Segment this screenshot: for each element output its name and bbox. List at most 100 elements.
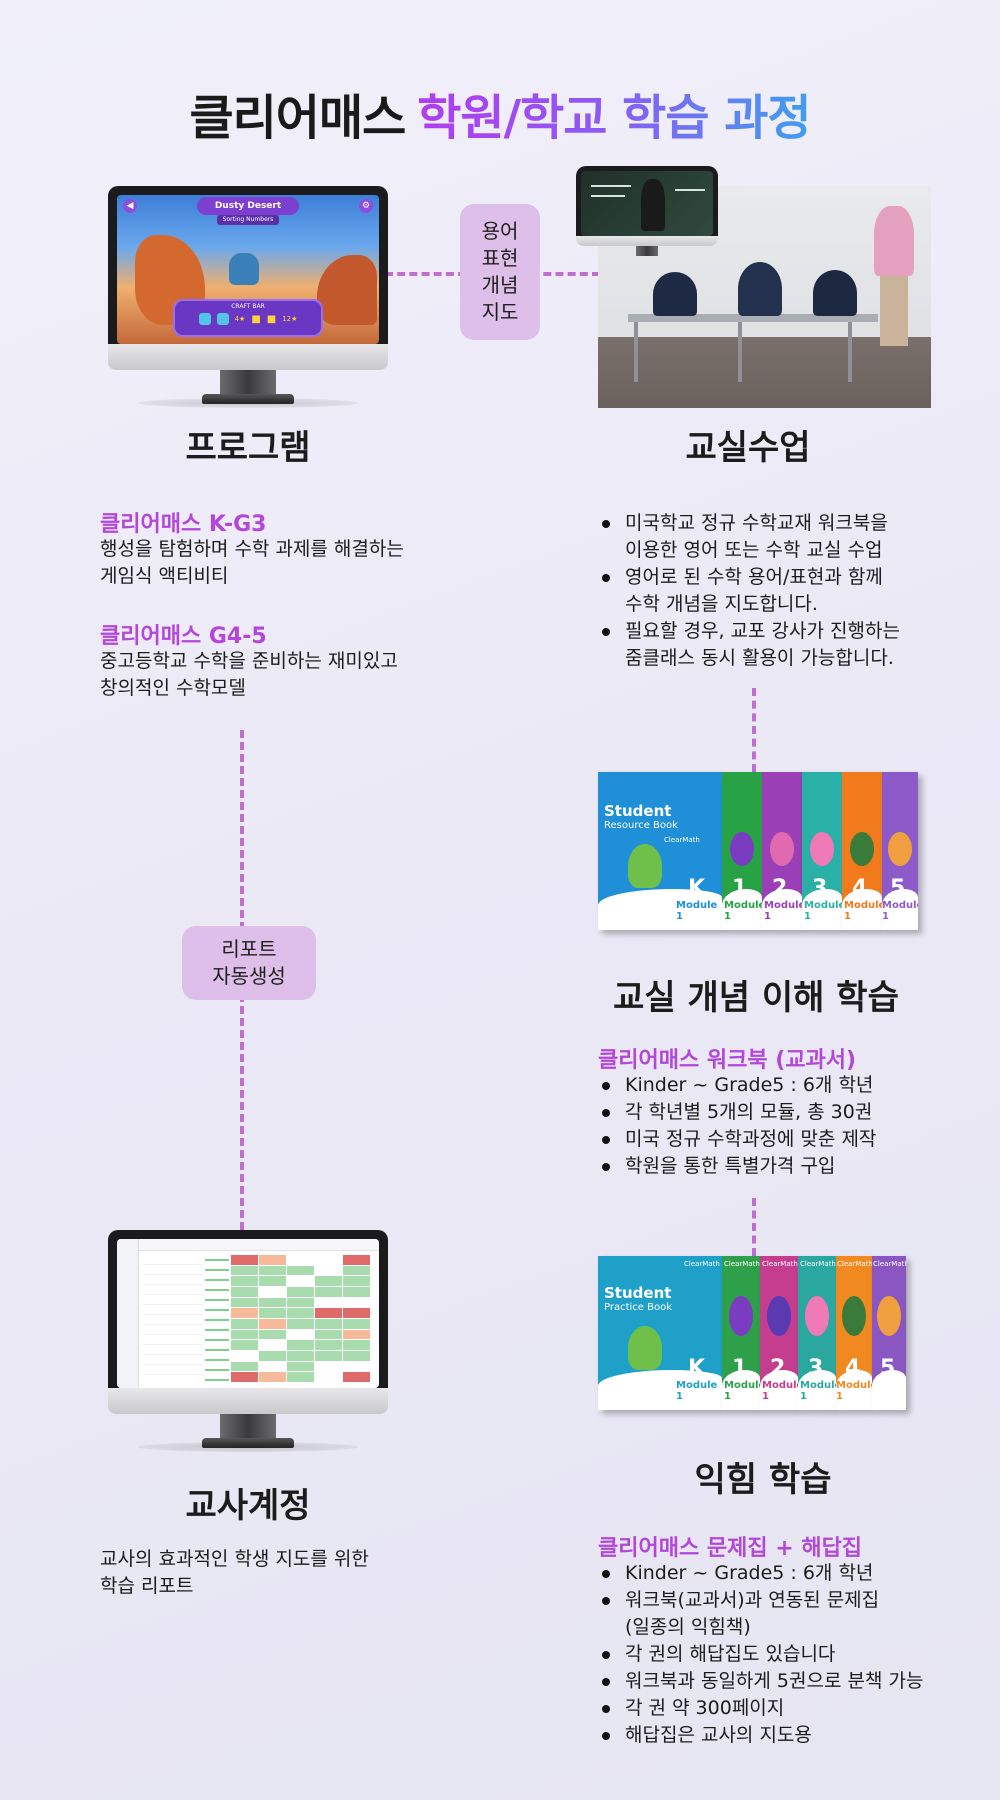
book-subtitle: Practice Book (604, 1302, 673, 1313)
module-label: Module 1 (676, 900, 718, 922)
brand-label: ClearMath (800, 1260, 836, 1268)
student-figure (813, 270, 857, 316)
progress-column (205, 1255, 229, 1383)
heatmap-cell (259, 1308, 286, 1318)
book-cover-2: ClearMath2Module 1 (760, 1256, 798, 1410)
heatmap-cell (259, 1329, 286, 1340)
brand-label: ClearMath (684, 1260, 720, 1268)
list-item: 학원을 통한 특별가격 구입 (598, 1153, 978, 1180)
list-item: Kinder ~ Grade5 : 6개 학년 (598, 1560, 988, 1587)
module-label: Module 1 (762, 1380, 798, 1402)
heatmap-cell (343, 1329, 370, 1340)
practice-sub-title: 클리어매스 문제집 + 해답집 (598, 1536, 863, 1561)
practice-bullets: Kinder ~ Grade5 : 6개 학년 워크북(교과서)과 연동된 문제… (598, 1560, 988, 1749)
student-figure (653, 272, 697, 316)
heatmap-cell (231, 1255, 258, 1265)
blackboard-screen (581, 171, 713, 236)
heatmap-cell (259, 1340, 286, 1350)
grade-label: 5 (890, 876, 906, 901)
module-label: Module 1 (844, 900, 882, 922)
classroom-heading: 교실수업 (685, 428, 811, 468)
character-icon (805, 1296, 829, 1336)
heatmap-cell (259, 1265, 286, 1276)
heatmap-cell (259, 1287, 286, 1297)
back-icon[interactable]: ◀ (123, 199, 137, 213)
character-icon (888, 832, 912, 866)
character-icon (842, 1296, 866, 1336)
robot-character-icon (229, 253, 259, 285)
heatmap-cell (343, 1308, 370, 1318)
grade-label: 3 (812, 876, 828, 901)
heatmap-cell (315, 1255, 342, 1265)
list-item: 해답집은 교사의 지도용 (598, 1722, 988, 1749)
title-brand: 클리어매스 (189, 90, 406, 146)
game-monitor: Dusty Desert Sorting Numbers ◀ ⚙ CRAFT B… (108, 186, 388, 408)
heatmap-cell (231, 1276, 258, 1286)
blackboard-monitor (576, 166, 718, 258)
heatmap-cell (287, 1329, 314, 1340)
book-cover-k: Student Practice Book ClearMath K Module… (598, 1256, 722, 1410)
character-icon (850, 832, 874, 866)
grade-label: K (688, 876, 706, 901)
heatmap-cell (231, 1361, 258, 1372)
book-subtitle: Resource Book (604, 820, 678, 831)
alien-character-icon (628, 844, 662, 888)
character-icon (877, 1296, 901, 1336)
list-item: 영어로 된 수학 용어/표현과 함께 수학 개념을 지도합니다. (598, 564, 978, 618)
level-banner: Dusty Desert (197, 197, 299, 215)
score-heatmap (231, 1255, 371, 1383)
heatmap-cell (259, 1351, 286, 1361)
practice-book-stack: Student Practice Book ClearMath K Module… (598, 1256, 906, 1410)
level-sub: Sorting Numbers (217, 215, 279, 225)
program-item-1-desc: 행성을 탐험하며 수학 과제를 해결하는 게임식 액티비티 (100, 538, 404, 587)
settings-icon[interactable]: ⚙ (359, 199, 373, 213)
concept-bullets: Kinder ~ Grade5 : 6개 학년 각 학년별 5개의 모듈, 총 … (598, 1072, 978, 1180)
grade-label: 2 (772, 876, 788, 901)
book-cover-3: ClearMath3Module 1 (798, 1256, 836, 1410)
heatmap-cell (315, 1372, 342, 1382)
report-dashboard-screen (117, 1239, 379, 1388)
book-title: Student (604, 802, 672, 820)
stat-count: 4★ (234, 315, 246, 323)
grade-label: 4 (852, 876, 868, 901)
list-item: 미국학교 정규 수학교재 워크북을 이용한 영어 또는 수학 교실 수업 (598, 510, 978, 564)
heatmap-cell (315, 1319, 342, 1329)
program-item-2-desc: 중고등학교 수학을 준비하는 재미있고 창의적인 수학모델 (100, 650, 398, 699)
character-icon (770, 832, 794, 866)
list-item: 워크북과 동일하게 5권으로 분책 가능 (598, 1668, 988, 1695)
list-item: 워크북(교과서)과 연동된 문제집 (일종의 익힘책) (598, 1587, 988, 1641)
gem-icon (198, 313, 211, 325)
list-item: 필요할 경우, 교포 강사가 진행하는 줌클래스 동시 활용이 가능합니다. (598, 618, 978, 672)
program-heading: 프로그램 (185, 428, 311, 468)
module-label: Module 1 (800, 1380, 836, 1402)
module-label: Module 1 (676, 1380, 718, 1402)
heatmap-cell (287, 1340, 314, 1350)
lock-icon: ■ (251, 313, 261, 325)
heatmap-cell (259, 1361, 286, 1372)
concept-heading: 교실 개념 이해 학습 (613, 978, 899, 1018)
grade-label: 4 (845, 1356, 861, 1381)
heatmap-cell (315, 1297, 342, 1308)
heatmap-cell (259, 1319, 286, 1329)
teacher-dashboard-monitor (108, 1230, 388, 1452)
heatmap-cell (287, 1319, 314, 1329)
grade-label: 2 (770, 1356, 786, 1381)
connector-concept-practice (752, 1198, 756, 1256)
vocabulary-tag: 용어 표현 개념 지도 (460, 204, 540, 340)
heatmap-cell (231, 1265, 258, 1276)
grade-label: 1 (732, 876, 748, 901)
module-label: Module 1 (724, 1380, 760, 1402)
list-item: 각 권의 해답집도 있습니다 (598, 1641, 988, 1668)
stat-count: 12★ (282, 315, 298, 323)
heatmap-cell (343, 1361, 370, 1372)
heatmap-cell (343, 1265, 370, 1276)
list-item: 미국 정규 수학과정에 맞춘 제작 (598, 1126, 978, 1153)
heatmap-cell (231, 1287, 258, 1297)
list-item: 각 권 약 300페이지 (598, 1695, 988, 1722)
heatmap-cell (315, 1265, 342, 1276)
resource-book-stack: Student Resource Book ClearMath K Module… (598, 772, 918, 930)
teacher-heading: 교사계정 (185, 1486, 311, 1526)
